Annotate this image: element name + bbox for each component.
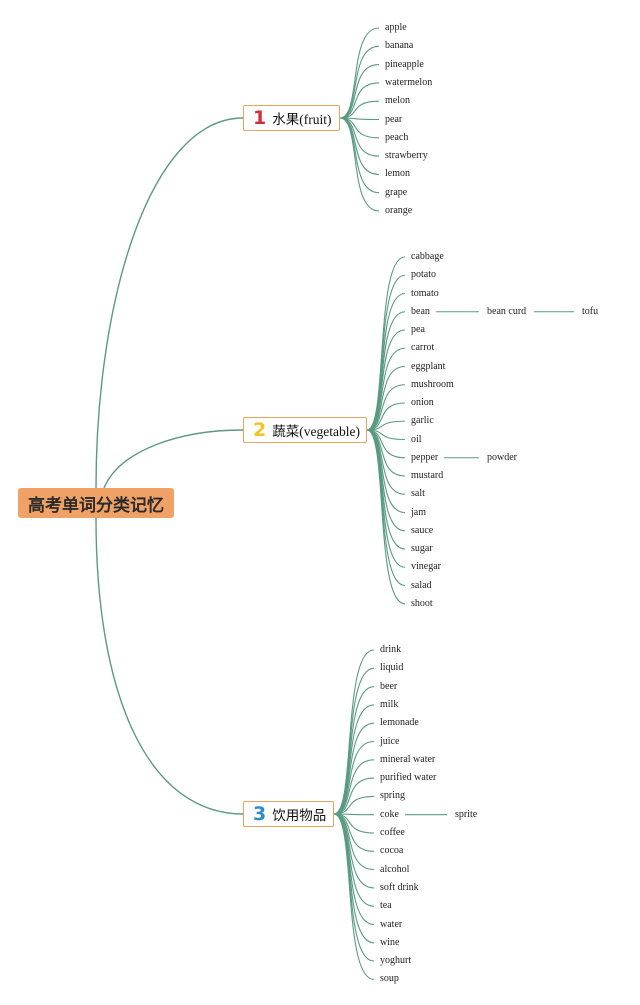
leaf-word[interactable]: milk [380, 698, 399, 710]
leaf-connector [366, 274, 406, 431]
leaf-word[interactable]: coke [380, 808, 399, 820]
branch-label: 水果(fruit) [272, 112, 332, 127]
leaf-word[interactable]: juice [380, 735, 400, 747]
leaf-word[interactable]: soup [380, 973, 399, 985]
leaf-word[interactable]: pear [385, 113, 403, 125]
leaf-connector [333, 759, 375, 815]
leaf-word[interactable]: wine [380, 936, 400, 948]
branch-number: 2 [253, 418, 267, 441]
leaf-word[interactable]: pepper [411, 451, 439, 463]
leaf-connector [366, 311, 406, 431]
leaf-word[interactable]: spring [380, 790, 405, 802]
branch-number: 3 [253, 802, 267, 825]
leaf-connector [333, 667, 375, 815]
sub-word[interactable]: tofu [582, 305, 599, 317]
leaf-word[interactable]: garlic [411, 415, 434, 427]
leaf-word[interactable]: yoghurt [380, 955, 412, 967]
leaf-word[interactable]: orange [385, 205, 413, 216]
root-label: 高考单词分类记忆 [28, 495, 164, 516]
root-connector [103, 429, 244, 489]
leaf-word[interactable]: lemon [385, 168, 410, 180]
leaf-word[interactable]: pineapple [385, 58, 424, 70]
leaf-word[interactable]: soft drink [380, 881, 419, 893]
leaf-word[interactable]: salad [411, 579, 432, 591]
branch-node[interactable]: 3 饮用物品 [243, 801, 334, 827]
leaf-word[interactable]: purified water [380, 772, 437, 784]
leaf-connector [366, 365, 406, 431]
branch-node[interactable]: 2 蔬菜(vegetable) [243, 417, 367, 443]
leaf-connector [339, 82, 380, 119]
leaf-word[interactable]: cabbage [411, 251, 444, 262]
leaf-word[interactable]: water [380, 918, 403, 930]
leaf-word[interactable]: banana [385, 40, 414, 52]
leaf-word[interactable]: melon [385, 95, 410, 107]
leaf-connector [333, 722, 375, 815]
sub-word[interactable]: bean curd [487, 305, 527, 317]
leaf-word[interactable]: mineral water [380, 753, 436, 765]
leaf-connector [333, 649, 375, 815]
leaf-connector [366, 429, 406, 587]
leaf-word[interactable]: tea [380, 900, 392, 912]
branch-label: 蔬菜(vegetable) [272, 424, 360, 439]
leaf-word[interactable]: bean [411, 305, 430, 317]
leaf-word[interactable]: onion [411, 397, 434, 408]
leaf-word[interactable]: carrot [411, 342, 435, 354]
leaf-word[interactable]: mustard [411, 470, 444, 481]
leaf-word[interactable]: beer [380, 680, 398, 692]
leaf-connector [339, 45, 380, 119]
leaf-word[interactable]: salt [411, 488, 425, 500]
leaf-word[interactable]: cocoa [380, 845, 404, 857]
root-connector [95, 517, 244, 815]
root-node[interactable]: 高考单词分类记忆 [18, 488, 174, 518]
leaf-word[interactable]: pea [411, 324, 425, 335]
leaf-connector [339, 64, 380, 119]
leaf-word[interactable]: jam [411, 506, 426, 518]
leaf-word[interactable]: sugar [411, 543, 433, 554]
leaf-connector [333, 813, 375, 980]
leaf-connector [333, 813, 375, 962]
leaf-word[interactable]: tomato [411, 287, 439, 299]
leaf-word[interactable]: apple [385, 22, 407, 33]
leaf-word[interactable]: peach [385, 131, 409, 143]
leaf-word[interactable]: eggplant [411, 360, 446, 372]
branch-label: 饮用物品 [272, 808, 327, 823]
root-connector [95, 117, 244, 489]
sub-word[interactable]: powder [487, 451, 517, 463]
leaf-word[interactable]: grape [385, 186, 408, 198]
leaf-word[interactable]: sauce [411, 524, 434, 536]
branch-node[interactable]: 1 水果(fruit) [243, 105, 340, 131]
leaf-connector [366, 429, 406, 605]
leaf-connector [339, 117, 380, 212]
sub-word[interactable]: sprite [455, 808, 478, 820]
leaf-word[interactable]: alcohol [380, 863, 410, 875]
leaf-connector [333, 704, 375, 815]
branch-number: 1 [253, 106, 267, 129]
leaf-connector [366, 347, 406, 431]
leaf-word[interactable]: coffee [380, 827, 405, 838]
leaf-word[interactable]: mushroom [411, 378, 454, 390]
leaf-word[interactable]: oil [411, 433, 422, 445]
leaf-connector [366, 329, 406, 431]
leaf-word[interactable]: liquid [380, 662, 404, 674]
leaf-connector [333, 740, 375, 815]
leaf-connector [339, 27, 380, 119]
leaf-word[interactable]: lemonade [380, 717, 419, 729]
leaf-word[interactable]: drink [380, 644, 402, 655]
leaf-word[interactable]: vinegar [411, 561, 441, 573]
leaf-word[interactable]: strawberry [385, 150, 428, 162]
leaf-word[interactable]: shoot [411, 597, 433, 609]
leaf-connector [333, 686, 375, 815]
leaf-word[interactable]: watermelon [385, 76, 433, 88]
leaf-word[interactable]: potato [411, 269, 436, 281]
